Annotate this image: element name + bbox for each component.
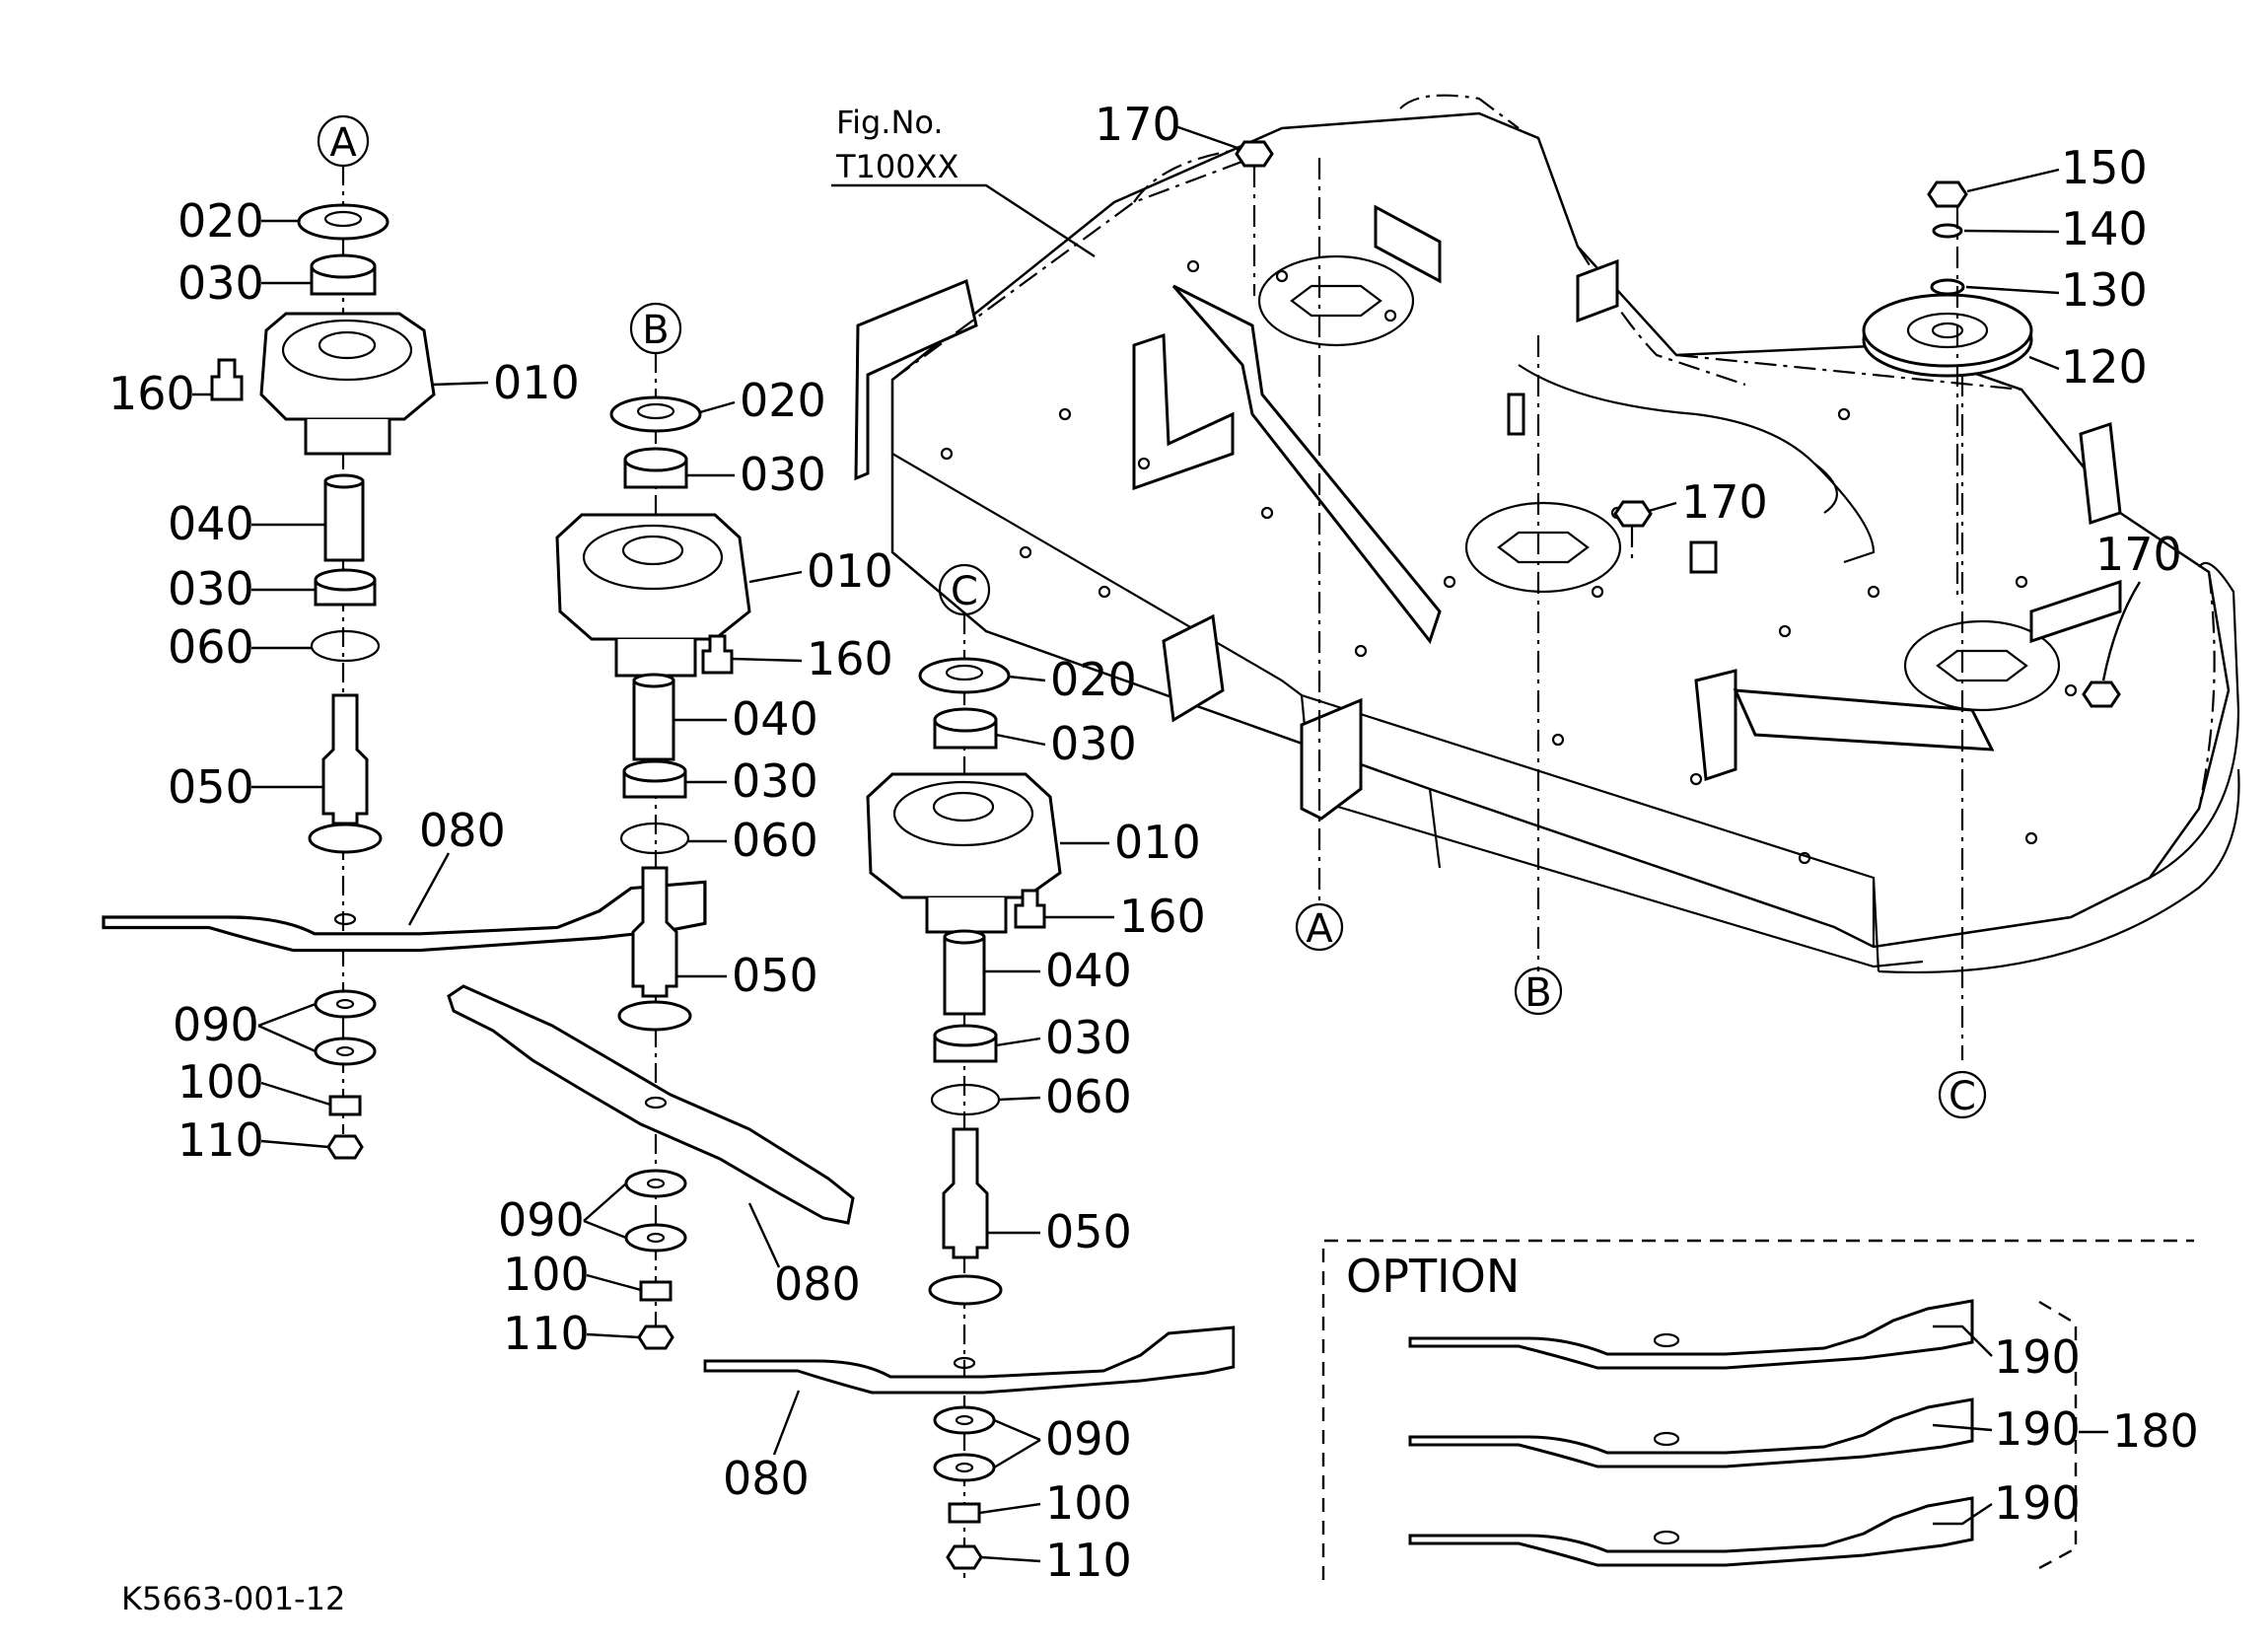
svg-text:B: B [642,308,669,353]
figure-ref-number: T100XX [835,148,958,185]
svg-text:100: 100 [177,1055,264,1109]
svg-text:060: 060 [732,814,818,867]
figure-ref-label: Fig.No. [836,104,944,141]
svg-text:050: 050 [732,949,818,1002]
svg-text:060: 060 [168,620,254,674]
bubble-a-deck: A [1295,902,1344,952]
svg-text:100: 100 [1045,1476,1132,1530]
svg-text:110: 110 [503,1307,590,1360]
svg-text:060: 060 [1045,1070,1132,1123]
svg-text:150: 150 [2061,141,2148,194]
bubble-b-deck: B [1514,967,1563,1016]
svg-text:030: 030 [177,256,264,310]
svg-text:B: B [1524,970,1551,1016]
svg-text:030: 030 [1045,1011,1132,1064]
svg-text:190: 190 [1994,1476,2081,1530]
svg-text:050: 050 [168,760,254,814]
svg-text:080: 080 [419,804,506,857]
svg-text:100: 100 [503,1248,590,1301]
svg-text:130: 130 [2061,263,2148,317]
svg-text:010: 010 [493,356,580,409]
svg-text:170: 170 [2095,528,2182,581]
svg-text:090: 090 [173,998,259,1051]
bubble-c-deck: C [1938,1070,1987,1119]
option-box: OPTION 190 190 190 180 [1321,1239,2199,1580]
svg-text:050: 050 [1045,1205,1132,1258]
svg-text:040: 040 [1045,944,1132,997]
svg-text:020: 020 [740,374,826,427]
svg-text:030: 030 [1050,717,1137,770]
svg-text:C: C [1949,1074,1976,1119]
svg-text:160: 160 [807,632,893,685]
figure-ref-leader [831,183,1096,258]
svg-text:030: 030 [740,448,826,501]
svg-text:090: 090 [1045,1412,1132,1466]
svg-text:080: 080 [774,1257,861,1311]
svg-text:010: 010 [1114,816,1201,869]
svg-text:040: 040 [168,497,254,550]
svg-text:110: 110 [177,1113,264,1167]
svg-text:080: 080 [723,1452,810,1505]
svg-text:160: 160 [108,367,195,420]
svg-text:120: 120 [2061,340,2148,394]
svg-text:030: 030 [732,754,818,808]
svg-text:C: C [951,569,978,614]
mower-deck [854,94,2240,1060]
svg-text:OPTION: OPTION [1346,1250,1520,1303]
svg-text:170: 170 [1095,98,1181,151]
svg-text:A: A [329,120,357,166]
svg-text:140: 140 [2061,202,2148,255]
svg-text:020: 020 [177,194,264,248]
svg-text:190: 190 [1994,1402,2081,1456]
svg-text:010: 010 [807,544,893,598]
spindle-assembly-a: A 020 [102,114,707,1167]
svg-text:180: 180 [2112,1404,2199,1458]
svg-text:170: 170 [1681,475,1768,529]
drawing-code: K5663-001-12 [121,1580,345,1617]
spindle-assembly-c: C 020 [703,563,1236,1587]
svg-text:020: 020 [1050,653,1137,706]
svg-text:090: 090 [498,1193,585,1247]
svg-text:160: 160 [1119,890,1206,943]
svg-text:030: 030 [168,562,254,615]
svg-text:190: 190 [1994,1330,2081,1384]
deck-callouts: 170 170 170 150 140 130 120 [1095,98,2182,681]
spindle-assembly-b: B 020 [447,302,893,1360]
svg-text:110: 110 [1045,1534,1132,1587]
svg-text:040: 040 [732,692,818,746]
svg-text:A: A [1306,906,1333,952]
